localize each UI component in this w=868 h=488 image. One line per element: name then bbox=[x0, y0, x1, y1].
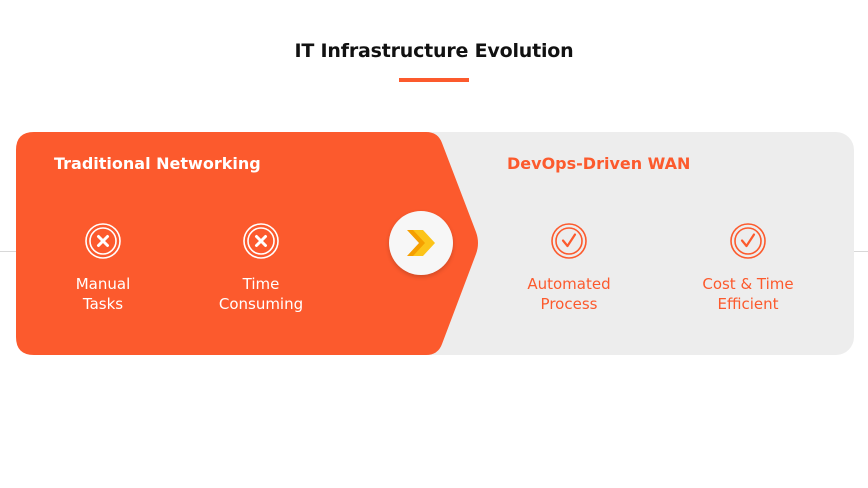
check-circle-icon bbox=[550, 222, 588, 260]
item-label-line1: Time bbox=[242, 275, 280, 293]
item-label-line1: Automated bbox=[527, 275, 611, 293]
item-label-line2: Consuming bbox=[218, 295, 304, 313]
item-manual-tasks: Manual Tasks bbox=[23, 222, 183, 314]
double-chevron-right-icon bbox=[407, 230, 435, 256]
item-label-line1: Cost & Time bbox=[702, 275, 794, 293]
item-time-consuming: Time Consuming bbox=[181, 222, 341, 314]
item-label-line2: Process bbox=[540, 295, 598, 313]
connector-line-right bbox=[854, 251, 868, 252]
item-label-line2: Efficient bbox=[717, 295, 779, 313]
transition-arrow bbox=[389, 211, 453, 275]
item-label-line1: Manual bbox=[75, 275, 131, 293]
item-label-line2: Tasks bbox=[82, 295, 124, 313]
item-automated-process: Automated Process bbox=[489, 222, 649, 314]
x-circle-icon bbox=[242, 222, 280, 260]
traditional-panel bbox=[16, 132, 478, 355]
traditional-heading: Traditional Networking bbox=[54, 154, 261, 173]
check-circle-icon bbox=[729, 222, 767, 260]
connector-line-left bbox=[0, 251, 16, 252]
x-circle-icon bbox=[84, 222, 122, 260]
diagram-title: IT Infrastructure Evolution bbox=[294, 40, 574, 62]
title-underline bbox=[399, 78, 469, 82]
devops-heading: DevOps-Driven WAN bbox=[507, 154, 691, 173]
item-cost-time-efficient: Cost & Time Efficient bbox=[668, 222, 828, 314]
